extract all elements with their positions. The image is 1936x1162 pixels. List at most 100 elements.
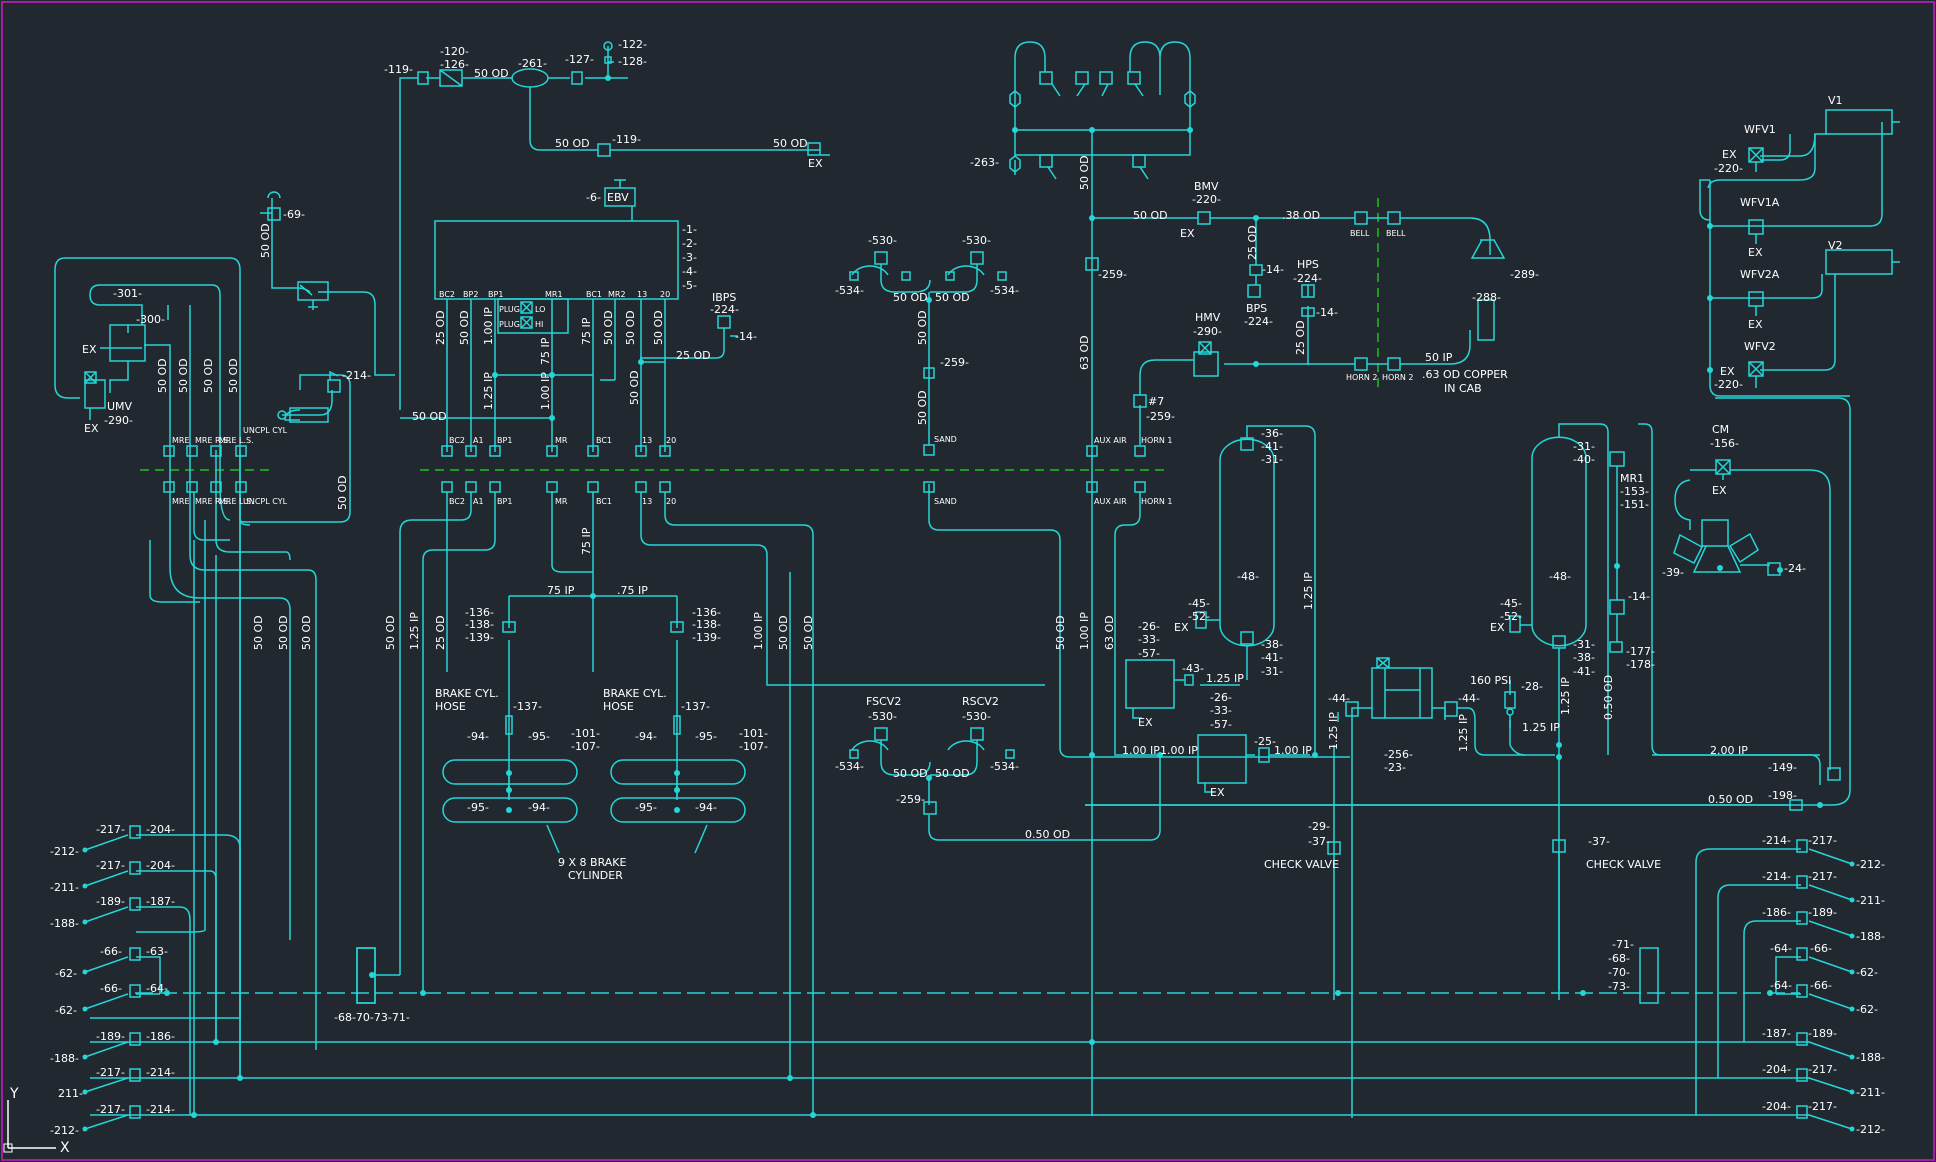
svg-text:-139-: -139- [465, 631, 494, 644]
svg-text:50 OD: 50 OD [300, 615, 313, 650]
svg-text:V1: V1 [1828, 94, 1843, 107]
svg-text:-189-: -189- [96, 895, 125, 908]
svg-text:-29-: -29- [1308, 820, 1330, 833]
separation-line [140, 198, 1379, 471]
svg-text:-73-: -73- [1608, 980, 1630, 993]
svg-text:63 OD: 63 OD [1103, 615, 1116, 650]
svg-text:BC1: BC1 [586, 290, 602, 299]
svg-text:-290-: -290- [104, 414, 133, 427]
svg-text:-151-: -151- [1620, 498, 1649, 511]
svg-text:-217-: -217- [1808, 1100, 1837, 1113]
svg-text:-214-: -214- [146, 1103, 175, 1116]
svg-text:-188-: -188- [1856, 1051, 1885, 1064]
svg-text:-64-: -64- [1770, 942, 1792, 955]
svg-text:-217-: -217- [96, 1103, 125, 1116]
svg-text:-217-: -217- [1808, 1063, 1837, 1076]
svg-text:#7: #7 [1148, 395, 1164, 408]
svg-text:1.00 IP: 1.00 IP [1122, 744, 1160, 757]
svg-text:-188-: -188- [1856, 930, 1885, 943]
svg-text:50 OD: 50 OD [202, 358, 215, 393]
svg-text:-217-: -217- [96, 1066, 125, 1079]
svg-text:1.25 IP: 1.25 IP [1327, 712, 1340, 750]
svg-text:V2: V2 [1828, 239, 1843, 252]
ebv-valve[interactable]: EBV -6- -1- -2- -3- -4- -5- BC2 BP2 BP1 … [434, 179, 697, 334]
bell-horn-piping [1009, 41, 1506, 1116]
svg-text:-136-: -136- [692, 606, 721, 619]
svg-text:SAND: SAND [934, 435, 957, 444]
ibps-switch[interactable]: IBPS -224- -14- 25 OD [640, 291, 757, 362]
svg-text:-128-: -128- [618, 55, 647, 68]
svg-text:MRE: MRE [172, 497, 190, 506]
svg-text:-139-: -139- [692, 631, 721, 644]
control-boxes [1125, 659, 1318, 793]
svg-text:211-: 211- [58, 1087, 83, 1100]
svg-text:-534-: -534- [835, 760, 864, 773]
svg-text:-259-: -259- [940, 356, 969, 369]
svg-text:-31-: -31- [1573, 638, 1595, 651]
svg-text:-68-70-73-71-: -68-70-73-71- [334, 1011, 410, 1024]
svg-text:50 OD: 50 OD [652, 310, 665, 345]
svg-text:-126-: -126- [440, 58, 469, 71]
svg-text:BP2: BP2 [463, 290, 478, 299]
svg-text:-187-: -187- [1762, 1027, 1791, 1040]
svg-text:-189-: -189- [96, 1030, 125, 1043]
svg-text:AUX AIR: AUX AIR [1094, 436, 1127, 445]
svg-text:-119-: -119- [384, 63, 413, 76]
svg-text:50 OD: 50 OD [277, 615, 290, 650]
svg-text:-101-: -101- [571, 727, 600, 740]
svg-text:50 OD: 50 OD [935, 767, 970, 780]
svg-text:.75 IP: .75 IP [617, 584, 648, 597]
svg-text:MRE: MRE [172, 436, 190, 445]
svg-text:-217-: -217- [1808, 834, 1837, 847]
svg-text:HOSE: HOSE [435, 700, 466, 713]
svg-text:75 IP: 75 IP [580, 317, 593, 345]
svg-text:-259-: -259- [896, 793, 925, 806]
svg-text:X: X [60, 1140, 70, 1156]
svg-text:-107-: -107- [739, 740, 768, 753]
svg-text:20: 20 [666, 436, 676, 445]
svg-text:CM: CM [1712, 423, 1729, 436]
svg-text:13: 13 [642, 497, 652, 506]
svg-text:IN CAB: IN CAB [1444, 382, 1482, 395]
svg-text:1.00 IP: 1.00 IP [482, 307, 495, 345]
svg-text:WFV2: WFV2 [1744, 340, 1776, 353]
svg-text:BC2: BC2 [449, 436, 465, 445]
svg-text:-44-: -44- [1458, 692, 1480, 705]
svg-text:-66-: -66- [1810, 942, 1832, 955]
svg-text:-68-: -68- [1608, 952, 1630, 965]
svg-text:EX: EX [1210, 786, 1225, 799]
angle-cocks-left: -217--204--212- -217--204--211- -189--18… [50, 520, 241, 1137]
svg-text:BELL: BELL [1386, 229, 1406, 238]
svg-text:-39-: -39- [1662, 566, 1684, 579]
svg-text:EX: EX [84, 422, 99, 435]
svg-text:BC2: BC2 [439, 290, 455, 299]
svg-text:HI: HI [535, 320, 543, 329]
svg-text:20: 20 [660, 290, 670, 299]
svg-text:-119-: -119- [612, 133, 641, 146]
svg-text:-288-: -288- [1472, 291, 1501, 304]
svg-text:-25-: -25- [1254, 735, 1276, 748]
svg-text:-14-: -14- [735, 330, 757, 343]
svg-text:1.25 IP: 1.25 IP [1522, 721, 1560, 734]
svg-text:50 OD: 50 OD [336, 475, 349, 510]
svg-text:IBPS: IBPS [712, 291, 736, 304]
svg-text:EX: EX [1490, 621, 1505, 634]
svg-text:BC1: BC1 [596, 436, 612, 445]
svg-text:-66-: -66- [1810, 979, 1832, 992]
svg-text:.63 OD COPPER: .63 OD COPPER [1422, 368, 1508, 381]
svg-text:-41-: -41- [1261, 651, 1283, 664]
svg-text:50 OD: 50 OD [384, 615, 397, 650]
svg-text:RSCV2: RSCV2 [962, 695, 999, 708]
svg-text:-189-: -189- [1808, 906, 1837, 919]
svg-text:2.00 IP: 2.00 IP [1710, 744, 1748, 757]
svg-text:50 OD: 50 OD [1054, 615, 1067, 650]
svg-text:BPS: BPS [1246, 302, 1267, 315]
svg-text:AUX AIR: AUX AIR [1094, 497, 1127, 506]
svg-text:HMV: HMV [1195, 311, 1221, 324]
svg-text:-2-: -2- [682, 237, 697, 250]
svg-text:-177-: -177- [1626, 645, 1655, 658]
svg-text:20: 20 [666, 497, 676, 506]
svg-text:WFV2A: WFV2A [1740, 268, 1780, 281]
svg-text:13: 13 [637, 290, 647, 299]
center-size-labels: 25 OD 50 OD 1.00 IP 1.25 IP 75 IP 1.00 I… [384, 307, 815, 650]
